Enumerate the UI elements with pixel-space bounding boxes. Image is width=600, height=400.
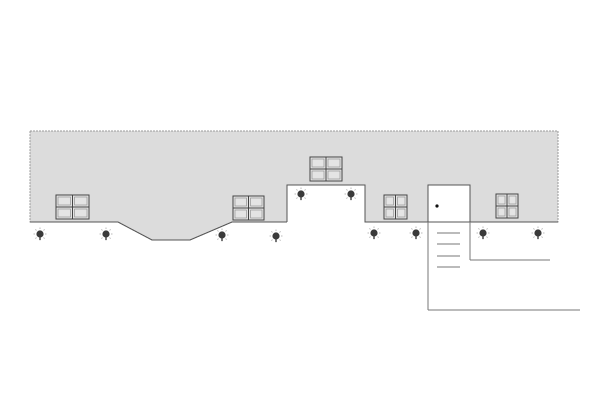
door-knob-icon: [435, 204, 439, 208]
lamp-4-icon: [269, 229, 283, 243]
lamp-8-icon: [409, 226, 423, 240]
windows: [55, 156, 519, 221]
lamp-7-icon: [367, 226, 381, 240]
window-center: [232, 195, 265, 221]
lamp-6-icon: [344, 187, 358, 201]
ground-line: [30, 184, 558, 241]
lamp-5-icon: [294, 187, 308, 201]
lamp-10-icon: [531, 226, 545, 240]
window-right-a: [383, 194, 408, 220]
door: [427, 184, 471, 223]
lamp-3-icon: [215, 228, 229, 242]
window-right-b: [495, 193, 519, 219]
wall-lamps: [33, 187, 545, 243]
lamp-9-icon: [476, 226, 490, 240]
window-left: [55, 194, 90, 220]
lamp-2-icon: [99, 227, 113, 241]
stair: [427, 222, 580, 311]
lamp-1-icon: [33, 227, 47, 241]
window-upper: [309, 156, 343, 182]
